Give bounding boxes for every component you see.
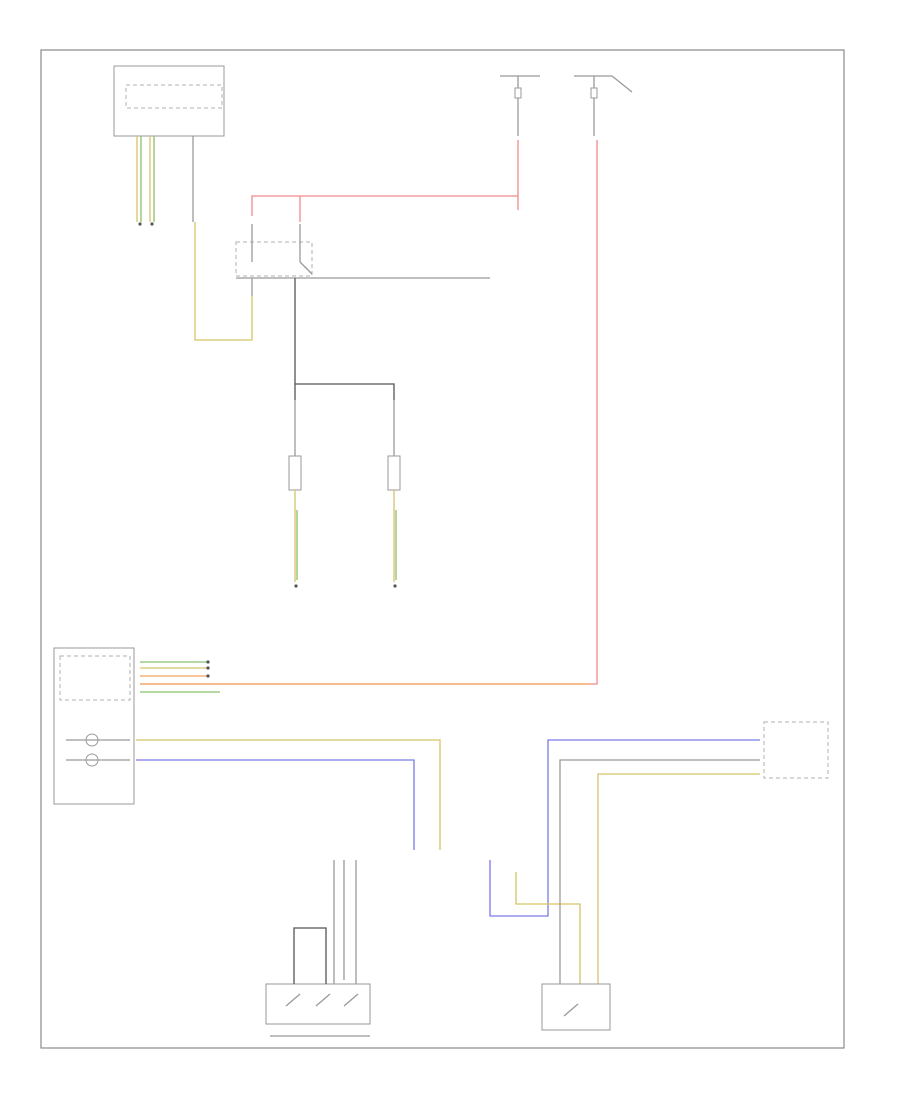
switch-right (541, 983, 611, 1031)
steering-module (53, 647, 135, 805)
resistor-left (288, 400, 302, 491)
resistor-right (387, 400, 401, 491)
ground-points (294, 584, 397, 588)
top-module (113, 65, 225, 137)
top-module-ground-connector (138, 222, 154, 226)
fuse-left (500, 75, 540, 136)
controls-right (489, 739, 760, 984)
fuse-right (574, 75, 633, 136)
right-module (763, 721, 829, 779)
controls-left (333, 860, 357, 984)
switch-left (265, 927, 371, 1037)
diagram-frame (40, 49, 845, 1049)
relay (235, 224, 490, 279)
